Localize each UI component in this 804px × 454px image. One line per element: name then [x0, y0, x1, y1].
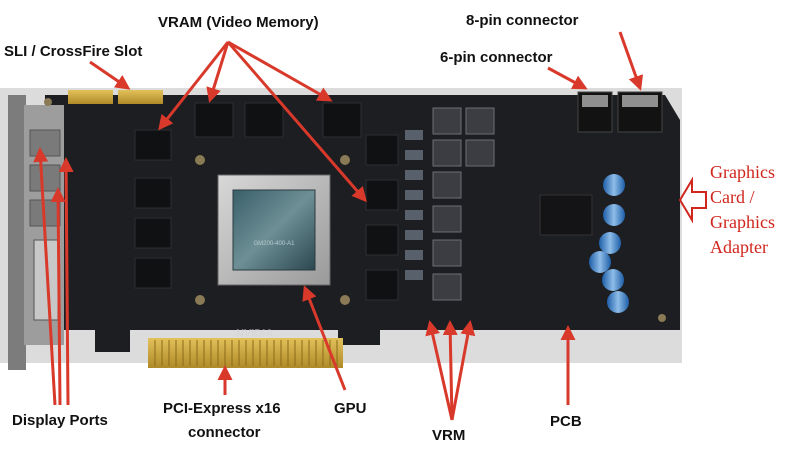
arrow-vrm-1: [425, 320, 454, 421]
arrow-vram-2: [206, 41, 230, 103]
side-label-line: Graphics: [710, 162, 775, 182]
arrow-vrm-2: [442, 320, 458, 421]
arrow-display-port-1: [33, 147, 57, 406]
arrow-display-port-2: [50, 187, 66, 406]
capacitors: [589, 174, 629, 313]
arrow-vram-1: [158, 41, 230, 131]
side-arrow-icon: [678, 176, 707, 224]
label-pcie-line2: connector: [188, 424, 261, 441]
side-label-line: Card /: [710, 187, 755, 207]
arrow-vram-4: [226, 41, 367, 203]
side-label-line: Graphics: [710, 212, 775, 232]
label-sli-crossfire: SLI / CrossFire Slot: [4, 43, 143, 60]
display-port-1: [29, 129, 61, 157]
gpu-chip-marking: GM200-400-A1: [253, 241, 295, 247]
label-six-pin: 6-pin connector: [440, 49, 553, 66]
gpu-package: GM200-400-A1: [217, 174, 331, 286]
sli-connector: [68, 90, 163, 104]
arrow-six-pin: [547, 66, 588, 90]
label-graphics-card-adapter: Graphics Card / Graphics Adapter: [710, 160, 802, 260]
label-gpu: GPU: [334, 400, 367, 417]
side-label-line: Adapter: [710, 237, 768, 257]
display-port-2: [29, 164, 61, 192]
controller-chip: [539, 194, 593, 236]
arrow-vram-3: [227, 40, 333, 102]
power-connectors: [577, 91, 663, 133]
label-vram: VRAM (Video Memory): [158, 14, 319, 31]
label-vrm: VRM: [432, 427, 466, 444]
io-bracket: [8, 95, 64, 370]
nvidia-logo-text: NVIDIA: [236, 328, 273, 340]
arrow-display-port-3: [58, 157, 74, 406]
pcie-connector: [148, 338, 343, 368]
arrow-vrm-3: [450, 320, 476, 421]
arrow-sli: [89, 60, 131, 90]
label-display-ports: Display Ports: [12, 412, 108, 429]
label-pcb: PCB: [550, 413, 582, 430]
vrm-mosfets: [405, 130, 423, 280]
vram-chips: [134, 102, 399, 301]
arrow-eight-pin: [618, 31, 644, 91]
label-pcie-line1: PCI-Express x16: [163, 400, 281, 417]
arrow-gpu: [302, 285, 347, 391]
vrm-chokes: [432, 107, 495, 301]
pointer-arrows: [33, 31, 644, 421]
mounting-holes: [44, 98, 666, 322]
label-eight-pin: 8-pin connector: [466, 12, 579, 29]
